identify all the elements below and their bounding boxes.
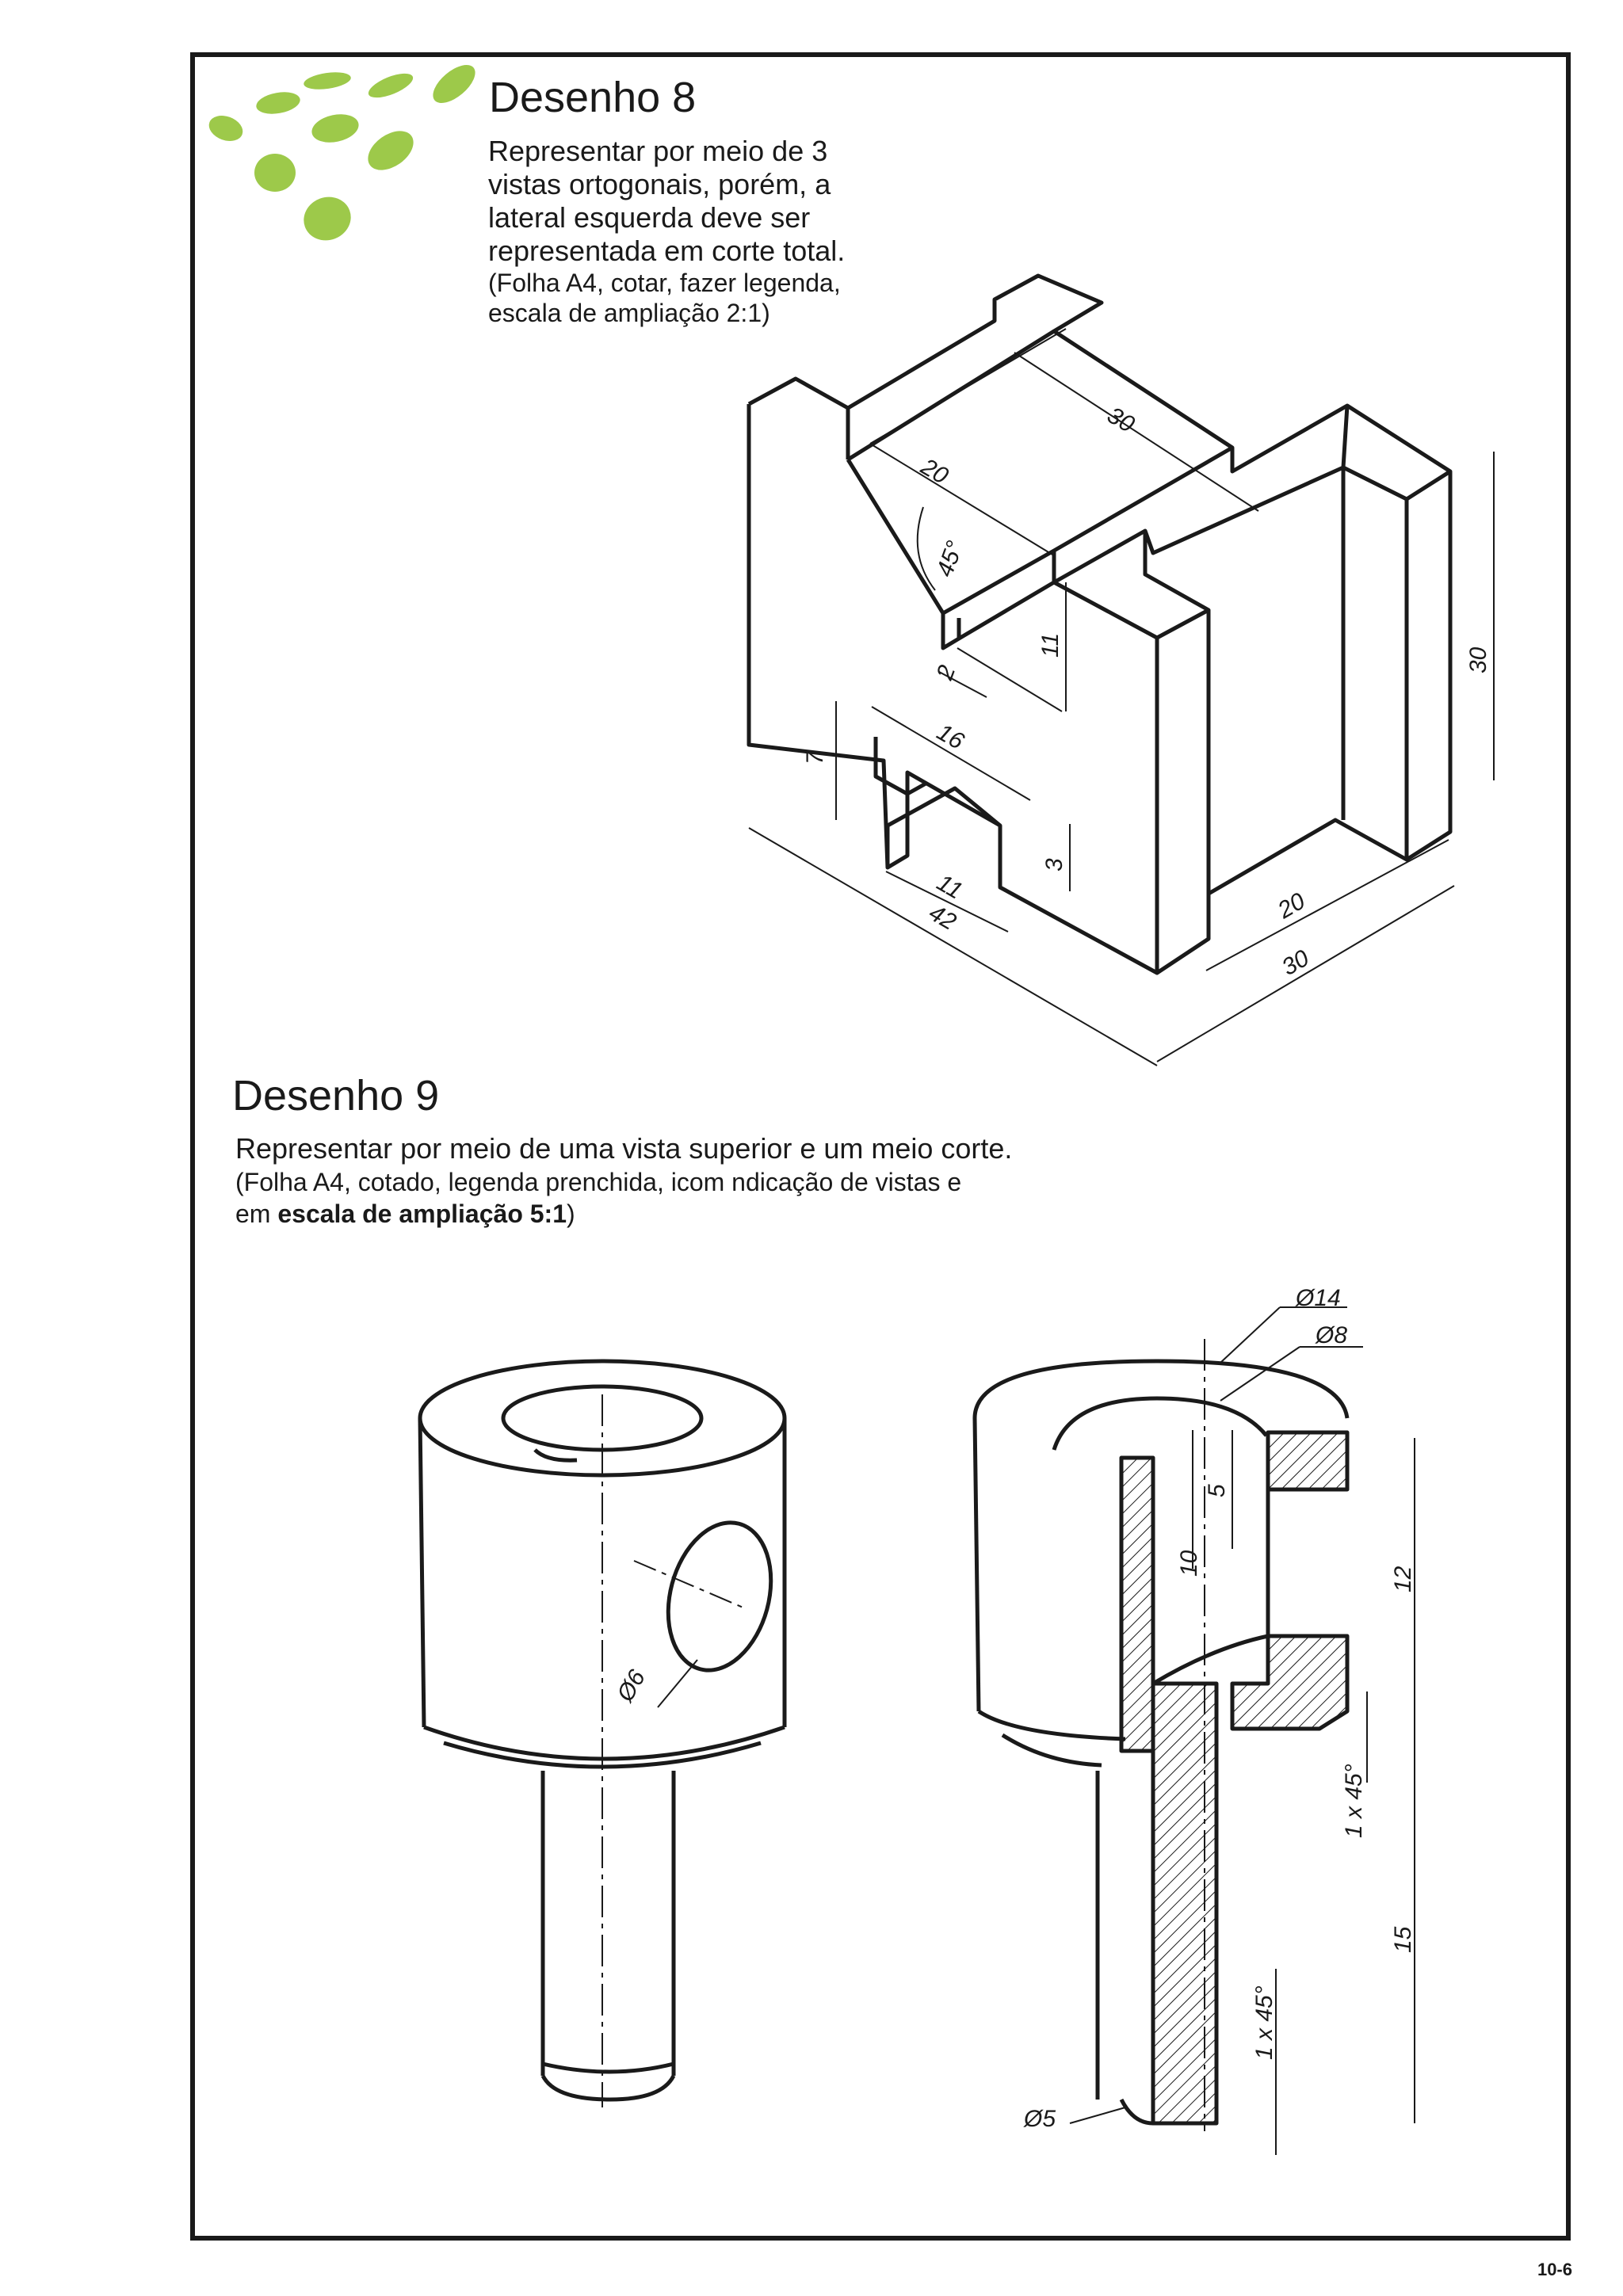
dim-7: 7	[802, 750, 828, 765]
drawing8-dimension-lines	[748, 328, 1495, 1066]
dim-dia-8: Ø8	[1315, 1322, 1347, 1348]
drawing9-dimension-labels: Ø14 Ø8 5 10 12 1 x 45° 15 1 x 45° Ø5	[1023, 1285, 1416, 2132]
drawing9-scale: escala de ampliação 5:1	[277, 1199, 567, 1228]
dim-chamfer-2: 1 x 45°	[1251, 1985, 1277, 2060]
drawing8-instructions: Representar por meio de 3 vistas ortogon…	[488, 135, 846, 267]
dim-3: 3	[1041, 858, 1067, 871]
dim-10: 10	[1176, 1550, 1202, 1577]
drawing9-section-dimension-lines	[1069, 1306, 1415, 2155]
page-frame	[190, 52, 1571, 2241]
drawing9-exterior-centerlines	[601, 1394, 746, 2107]
drawing9-title: Desenho 9	[232, 1072, 440, 1119]
dim-12: 12	[1390, 1566, 1416, 1592]
leaf-logo	[208, 65, 475, 241]
dim-30-right: 30	[1465, 646, 1491, 673]
dim-5-len: 5	[1204, 1484, 1230, 1497]
drawing9-notes-line2: em escala de ampliação 5:1)	[235, 1199, 575, 1228]
drawing8-title: Desenho 8	[489, 74, 697, 121]
dim-chamfer-1: 1 x 45°	[1341, 1764, 1367, 1838]
drawing9-section-view	[972, 1359, 1350, 2126]
drawing8-outline	[747, 273, 1453, 975]
drawing9-instructions: Representar por meio de uma vista superi…	[235, 1132, 1013, 1165]
drawing9-notes: (Folha A4, cotado, legenda prenchida, ic…	[235, 1168, 962, 1196]
page-number: 10-6	[1537, 2260, 1572, 2279]
drawing9-exterior-view	[418, 1359, 787, 2102]
dim-dia-5: Ø5	[1023, 2106, 1056, 2132]
drawing8-notes: (Folha A4, cotar, fazer legenda, escala …	[488, 269, 841, 327]
dim-dia-6: Ø6	[612, 1665, 651, 1707]
dim-11-mid: 11	[1037, 633, 1064, 658]
dim-15: 15	[1390, 1926, 1416, 1953]
dim-dia-14: Ø14	[1295, 1285, 1341, 1311]
